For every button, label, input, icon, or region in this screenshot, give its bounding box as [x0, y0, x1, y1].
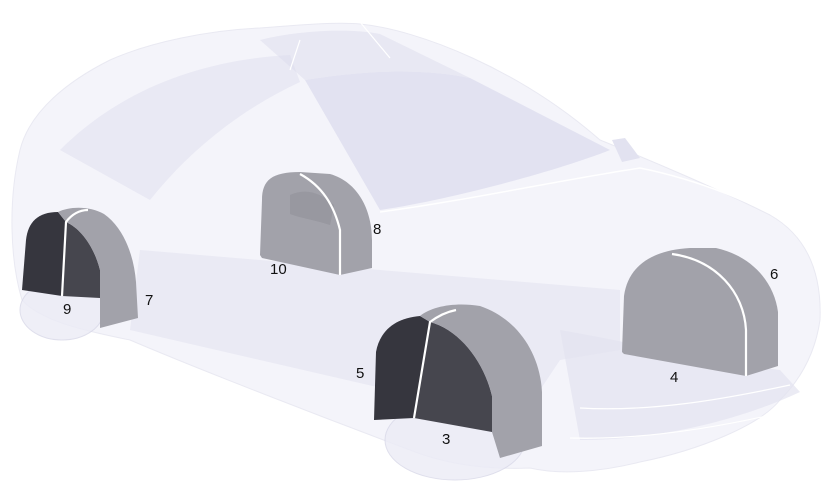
label-8: 8 [373, 221, 381, 238]
label-7: 7 [145, 292, 153, 309]
label-4: 4 [670, 369, 678, 386]
label-5: 5 [356, 365, 364, 382]
label-3: 3 [442, 431, 450, 448]
label-6: 6 [770, 266, 778, 283]
label-10: 10 [270, 261, 287, 278]
label-9: 9 [63, 301, 71, 318]
